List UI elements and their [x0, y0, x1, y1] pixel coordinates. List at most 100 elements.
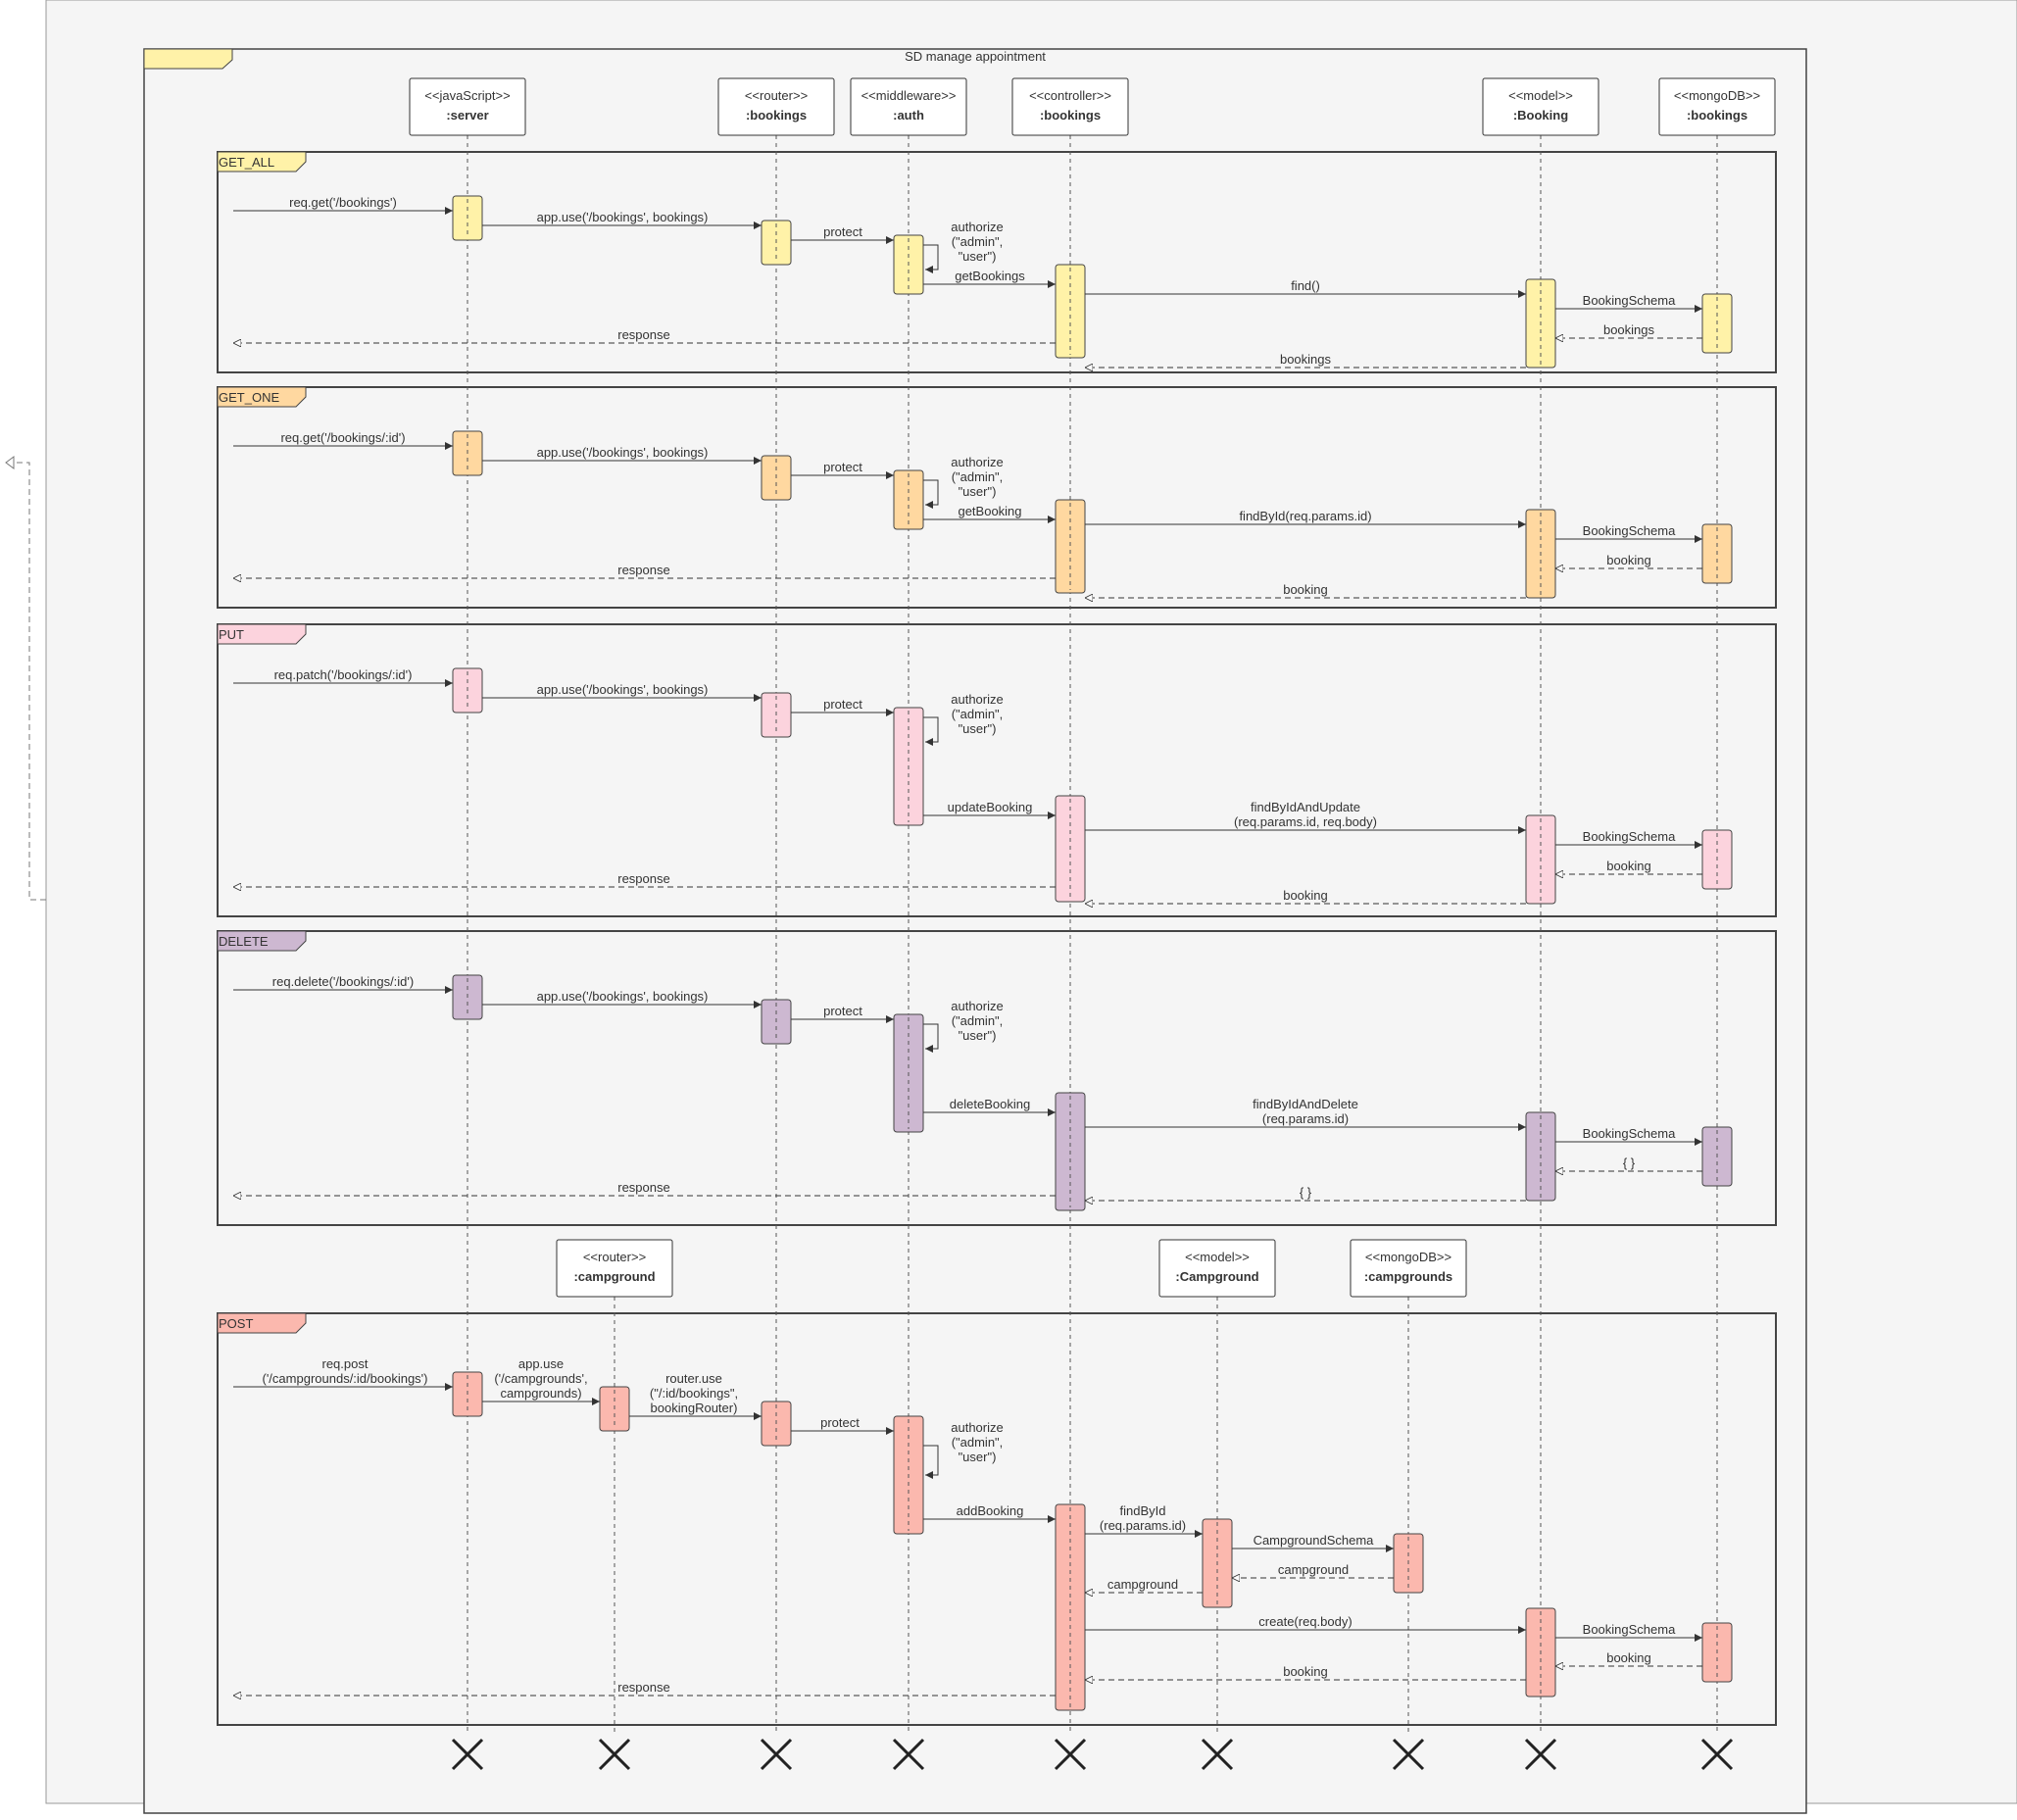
call-message: req.post('/campgrounds/:id/bookings')	[233, 1356, 453, 1391]
message-label: protect	[820, 1415, 860, 1430]
message-label: (req.params.id)	[1100, 1518, 1186, 1533]
self-message-label: "user")	[959, 484, 997, 499]
self-message: authorize("admin","user")	[923, 692, 1004, 746]
return-message: response	[233, 1180, 1056, 1196]
destroy-marker-controller	[1054, 1738, 1087, 1771]
lifeline-head-model_campground: <<model>>:Campground	[1158, 1239, 1276, 1298]
lifeline-name: :bookings	[746, 108, 807, 123]
return-message: booking	[1555, 553, 1702, 568]
fragment-get_all: GET_ALL	[217, 151, 1777, 373]
destroy-stroke	[892, 1738, 925, 1771]
call-message: protect	[791, 1415, 894, 1435]
message-label: findById(req.params.id)	[1239, 509, 1371, 523]
activation-controller	[1055, 1503, 1086, 1711]
message-label: req.post	[322, 1356, 369, 1371]
return-message: { }	[1085, 1185, 1526, 1201]
lifeline-stereotype: <<javaScript>>	[424, 88, 510, 103]
message-label: protect	[823, 697, 862, 712]
lifeline-head-box	[1350, 1239, 1467, 1298]
message-label: getBookings	[955, 269, 1025, 283]
fragment-tab	[217, 386, 307, 408]
call-message: BookingSchema	[1555, 1622, 1702, 1642]
message-label: bookings	[1280, 352, 1332, 367]
message-label: req.get('/bookings/:id')	[280, 430, 405, 445]
self-message-label: authorize	[951, 455, 1003, 469]
message-label: bookings	[1603, 322, 1655, 337]
message-label: booking	[1606, 859, 1651, 873]
return-message: bookings	[1085, 352, 1526, 368]
lifeline-stereotype: <<mongoDB>>	[1674, 88, 1760, 103]
left-loop-connector	[5, 456, 46, 901]
fragment-frame	[217, 1312, 1777, 1726]
call-message: BookingSchema	[1555, 829, 1702, 849]
lifeline-stereotype: <<model>>	[1508, 88, 1573, 103]
message-label: CampgroundSchema	[1254, 1533, 1375, 1548]
message-label: protect	[823, 224, 862, 239]
return-message: booking	[1085, 888, 1526, 904]
message-label: BookingSchema	[1583, 1622, 1676, 1637]
message-label: booking	[1606, 553, 1651, 567]
message-label: booking	[1283, 888, 1328, 903]
message-label: deleteBooking	[950, 1097, 1030, 1111]
call-message: req.get('/bookings')	[233, 195, 453, 215]
fragment-frame	[217, 151, 1777, 373]
destroy-stroke	[451, 1738, 484, 1771]
fragment-label: PUT	[219, 627, 244, 642]
message-label: booking	[1606, 1650, 1651, 1665]
self-message-label: ("admin",	[952, 234, 1004, 249]
message-label: ("/:id/bookings",	[650, 1386, 738, 1401]
fragment-delete: DELETE	[217, 930, 1777, 1226]
activations-layer	[452, 195, 1733, 1711]
lifeline-head-box	[1482, 77, 1599, 136]
call-message: req.delete('/bookings/:id')	[233, 974, 453, 994]
message-label: response	[617, 1180, 669, 1195]
message-label: addBooking	[957, 1503, 1024, 1518]
destroy-stroke	[1201, 1738, 1234, 1771]
self-message-line	[923, 479, 939, 509]
lifeline-heads-layer: <<javaScript>>:server<<router>>:bookings…	[409, 77, 1776, 1771]
call-message: getBookings	[923, 269, 1056, 288]
message-label: response	[617, 871, 669, 886]
destroy-stroke	[1392, 1738, 1425, 1771]
lifeline-stereotype: <<middleware>>	[861, 88, 957, 103]
self-message: authorize("admin","user")	[923, 220, 1004, 273]
lifeline-head-box	[556, 1239, 673, 1298]
destroy-stroke	[760, 1738, 793, 1771]
lifeline-stereotype: <<mongoDB>>	[1365, 1250, 1451, 1264]
self-message-line	[923, 1445, 939, 1479]
message-label: bookingRouter)	[651, 1401, 738, 1415]
fragment-tab	[217, 930, 307, 952]
message-label: BookingSchema	[1583, 293, 1676, 308]
self-message-line	[923, 716, 939, 746]
lifeline-head-box	[1658, 77, 1776, 136]
call-message: updateBooking	[923, 800, 1056, 819]
message-label: (req.params.id)	[1262, 1111, 1349, 1126]
lifeline-head-auth: <<middleware>>:auth	[850, 77, 967, 136]
self-message-label: ("admin",	[952, 469, 1004, 484]
call-message: BookingSchema	[1555, 293, 1702, 313]
message-label: router.use	[665, 1371, 722, 1386]
destroy-marker-router_campground	[598, 1738, 631, 1771]
lifeline-name: :bookings	[1687, 108, 1747, 123]
fragment-label: GET_ALL	[219, 155, 274, 170]
call-message: req.patch('/bookings/:id')	[233, 667, 453, 687]
call-message: create(req.body)	[1085, 1614, 1526, 1634]
message-label: booking	[1283, 1664, 1328, 1679]
message-label: getBooking	[958, 504, 1021, 518]
return-message: response	[233, 327, 1056, 343]
message-label: campground	[1278, 1562, 1349, 1577]
return-message: booking	[1085, 1664, 1526, 1680]
call-message: deleteBooking	[923, 1097, 1056, 1116]
message-label: req.delete('/bookings/:id')	[272, 974, 414, 989]
message-label: campground	[1107, 1577, 1178, 1592]
self-message-label: authorize	[951, 999, 1003, 1013]
destroy-marker-auth	[892, 1738, 925, 1771]
destroy-stroke	[1524, 1738, 1557, 1771]
call-message: protect	[791, 697, 894, 716]
diagram-title: SD manage appointment	[905, 49, 1046, 64]
call-message: findById(req.params.id)	[1085, 509, 1526, 528]
lifeline-head-router_bookings: <<router>>:bookings	[717, 77, 835, 136]
messages-layer: req.get('/bookings')app.use('/bookings',…	[233, 195, 1702, 1696]
